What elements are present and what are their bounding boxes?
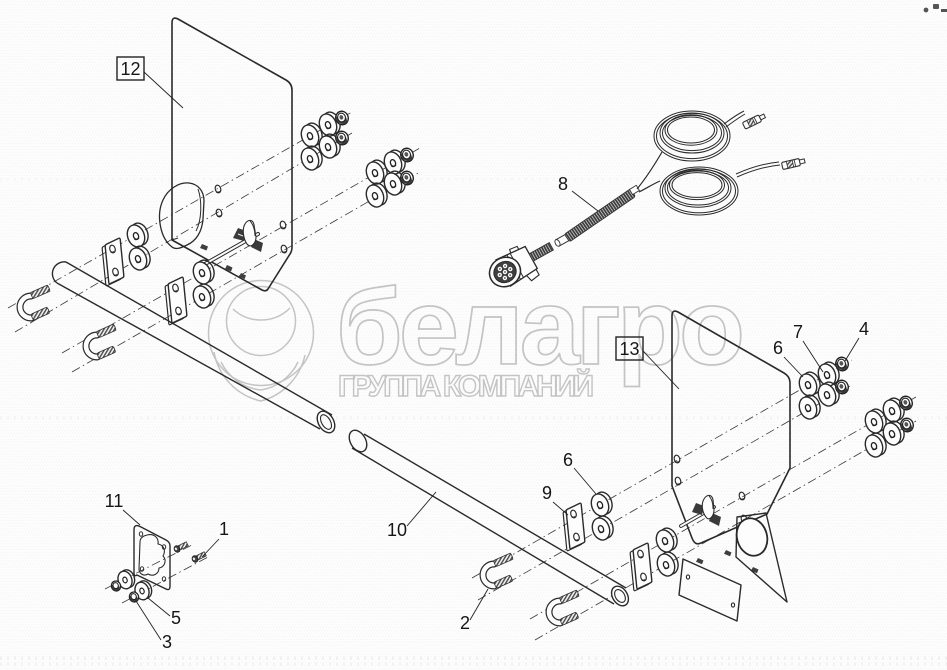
- svg-text:6: 6: [773, 338, 783, 358]
- svg-text:8: 8: [558, 174, 568, 194]
- svg-text:10: 10: [387, 520, 407, 540]
- svg-text:4: 4: [859, 319, 869, 339]
- svg-text:13: 13: [619, 339, 639, 359]
- svg-text:11: 11: [105, 491, 124, 511]
- svg-text:12: 12: [120, 59, 140, 79]
- svg-text:6: 6: [563, 450, 573, 470]
- svg-text:5: 5: [171, 608, 181, 628]
- svg-text:1: 1: [219, 519, 229, 539]
- svg-text:7: 7: [793, 322, 803, 342]
- svg-text:ГРУППА КОМПАНИЙ: ГРУППА КОМПАНИЙ: [338, 369, 594, 403]
- svg-text:3: 3: [162, 632, 172, 652]
- svg-text:9: 9: [542, 483, 552, 503]
- svg-text:белагро: белагро: [336, 266, 746, 387]
- svg-text:2: 2: [460, 613, 470, 633]
